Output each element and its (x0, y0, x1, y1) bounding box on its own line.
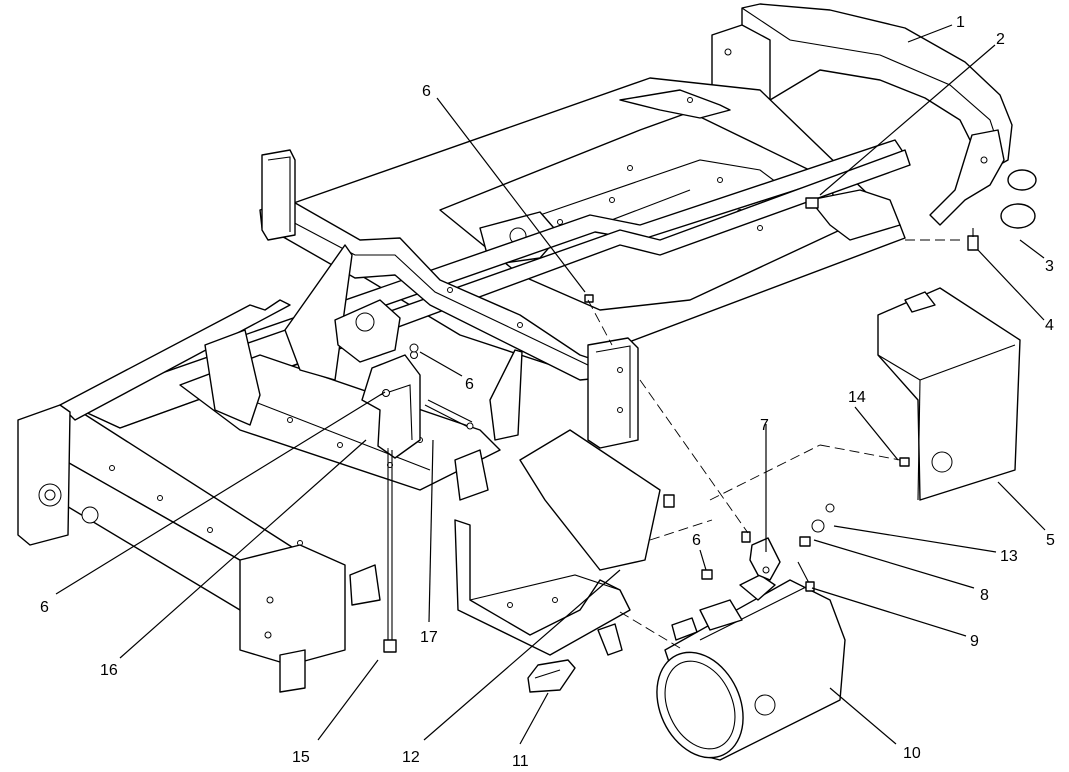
callout-1: 1 (956, 14, 965, 31)
callout-16: 16 (100, 662, 118, 679)
callout-5: 5 (1046, 532, 1055, 549)
callout-12: 12 (402, 749, 420, 766)
callout-9: 9 (970, 633, 979, 650)
exhaust-clamp (741, 531, 781, 581)
callout-15: 15 (292, 749, 310, 766)
heat-shield (877, 287, 1021, 501)
rear-bumper (711, 3, 1013, 226)
callout-2: 2 (996, 31, 1005, 48)
left-gussets (204, 244, 523, 441)
callout-7: 7 (760, 417, 769, 434)
callout-4: 4 (1045, 317, 1054, 334)
mount-bracket (361, 351, 474, 459)
callout-11: 11 (512, 753, 529, 770)
hardware (383, 169, 1037, 693)
callout-6-top: 6 (422, 83, 431, 100)
frame-posts (261, 149, 639, 449)
muffler (656, 574, 846, 761)
battery-tray (454, 429, 675, 656)
left-end-brackets (17, 404, 489, 693)
callout-14: 14 (848, 389, 866, 406)
leader-lines (55, 24, 1046, 745)
callout-6-lower: 6 (692, 532, 701, 549)
callout-labels: 1 2 3 4 5 6 6 6 6 7 8 9 10 11 12 13 14 1… (40, 14, 1055, 770)
callout-6-left: 6 (40, 599, 49, 616)
callout-10: 10 (903, 745, 921, 762)
callout-3: 3 (1045, 258, 1054, 275)
callout-17: 17 (420, 629, 438, 646)
assembly-lines (387, 239, 965, 649)
callout-13: 13 (1000, 548, 1018, 565)
callout-8: 8 (980, 587, 989, 604)
callout-6-bracket: 6 (465, 376, 474, 393)
